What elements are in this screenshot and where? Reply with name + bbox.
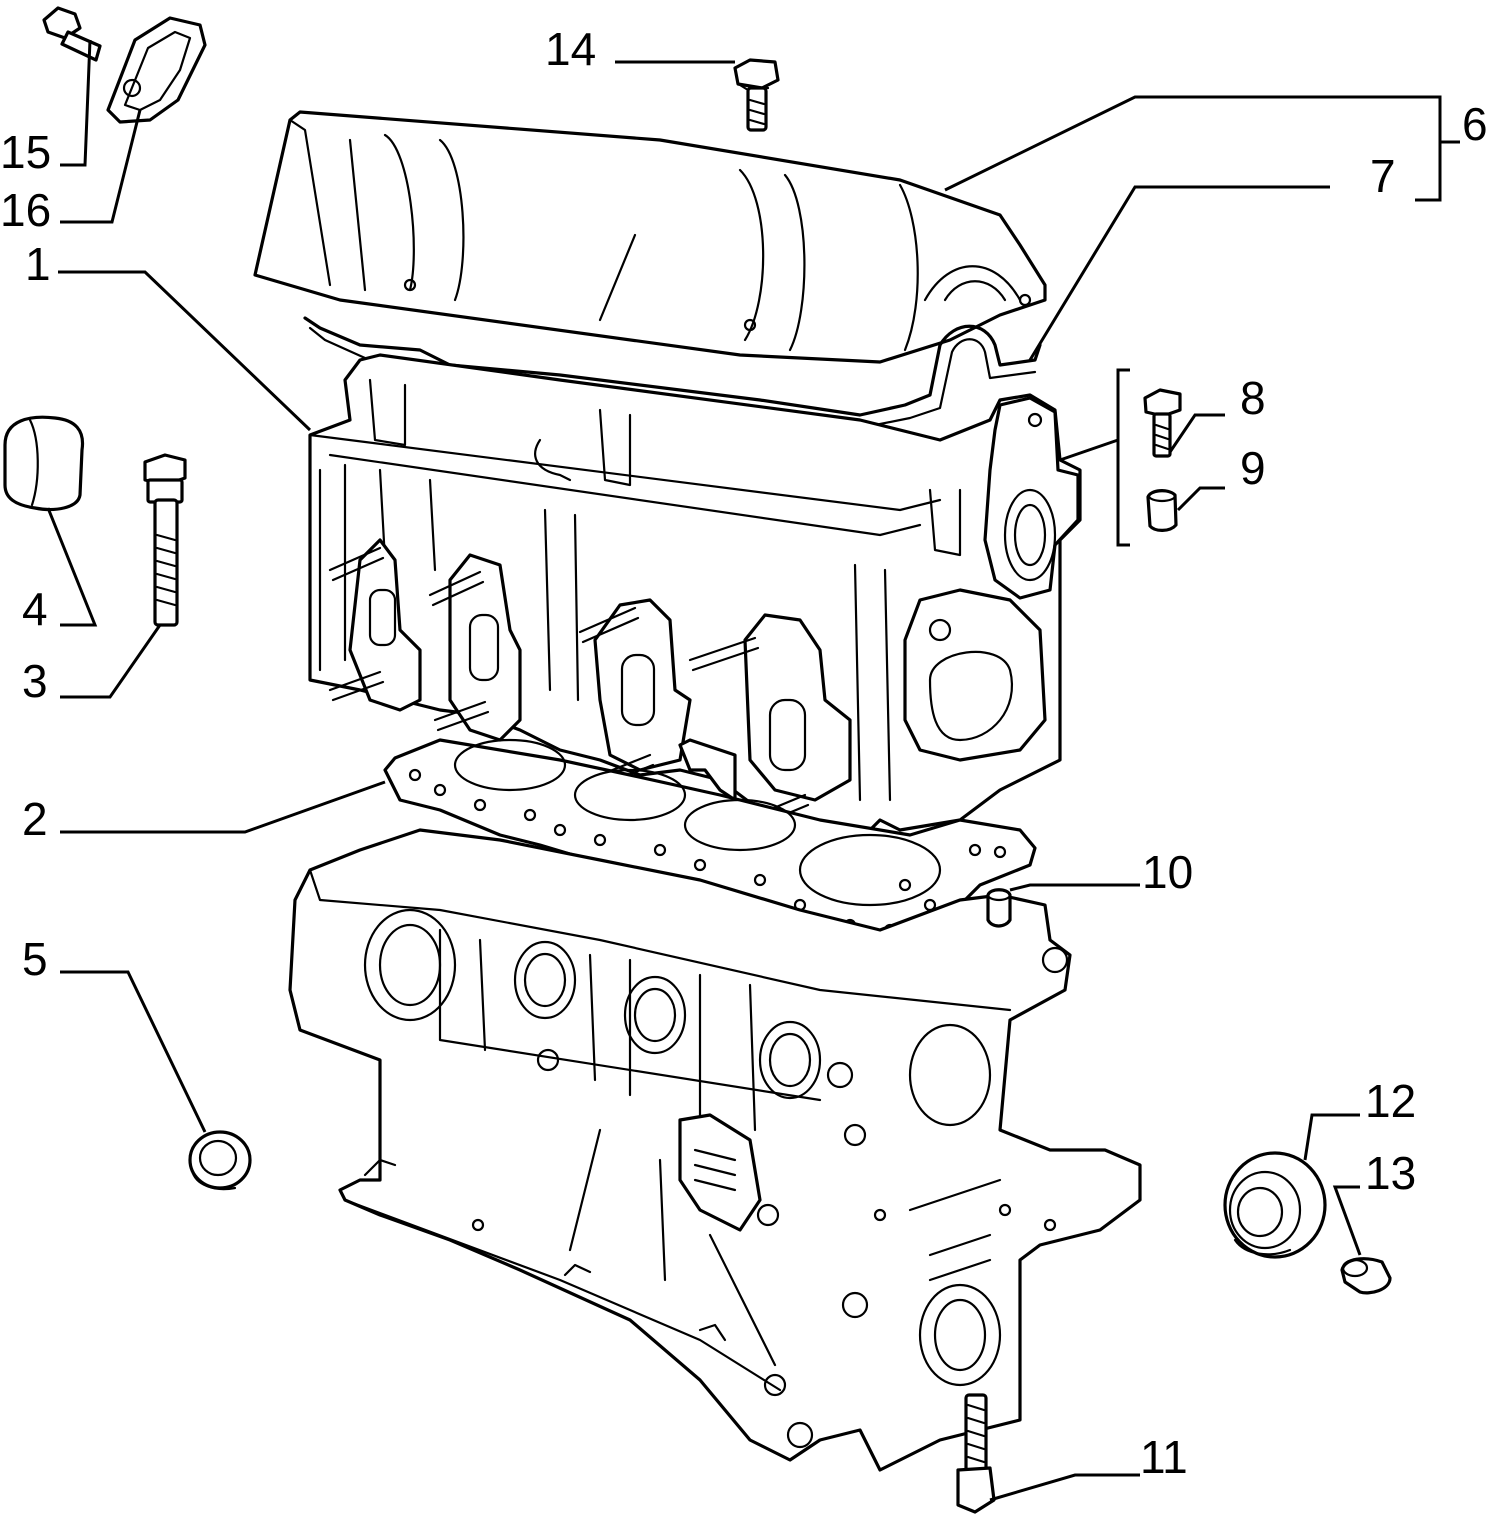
camshaft-cover bbox=[253, 110, 1047, 364]
cup-plug-4 bbox=[3, 415, 85, 512]
callout-2: 2 bbox=[22, 793, 48, 845]
callout-13: 13 bbox=[1365, 1147, 1416, 1199]
screw-8 bbox=[1143, 388, 1182, 458]
callout-3: 3 bbox=[22, 655, 48, 707]
callout-10: 10 bbox=[1142, 846, 1193, 898]
cylinder-block bbox=[288, 828, 1142, 1472]
callout-8: 8 bbox=[1240, 372, 1266, 424]
oil-seal-5 bbox=[188, 1130, 252, 1191]
callout-16: 16 bbox=[0, 184, 51, 236]
callout-11: 11 bbox=[1140, 1431, 1188, 1483]
leader-lines bbox=[46, 39, 1460, 1502]
callout-9: 9 bbox=[1240, 442, 1266, 494]
bolt-11 bbox=[956, 1393, 996, 1514]
callout-5: 5 bbox=[22, 933, 48, 985]
callout-4: 4 bbox=[22, 583, 48, 635]
bolt-15 bbox=[42, 6, 102, 62]
callout-labels: 14 15 16 1 4 3 2 5 6 7 8 9 10 11 12 13 bbox=[0, 23, 1488, 1483]
callout-12: 12 bbox=[1365, 1075, 1416, 1127]
callout-14: 14 bbox=[545, 23, 596, 75]
cylinder-head bbox=[308, 353, 1082, 842]
cap-12 bbox=[1223, 1151, 1327, 1259]
bolt-14 bbox=[733, 58, 780, 132]
callout-6: 6 bbox=[1462, 98, 1488, 150]
dowel-10 bbox=[986, 888, 1012, 928]
callout-15: 15 bbox=[0, 126, 51, 178]
callout-7: 7 bbox=[1370, 150, 1396, 202]
bolt-3 bbox=[143, 453, 187, 627]
plug-13 bbox=[1340, 1257, 1392, 1295]
bush-9 bbox=[1146, 489, 1178, 532]
plate-16 bbox=[106, 16, 207, 124]
callout-1: 1 bbox=[25, 238, 51, 290]
